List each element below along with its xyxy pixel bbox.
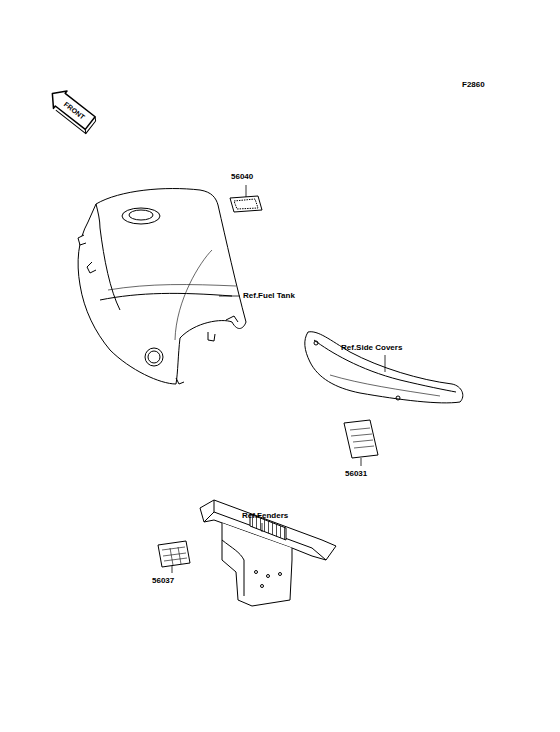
leader-line bbox=[172, 185, 385, 573]
fender bbox=[200, 500, 336, 606]
label-sheet bbox=[158, 541, 190, 567]
front-arrow bbox=[46, 85, 100, 134]
reference-label: Ref.Fenders bbox=[242, 511, 288, 521]
reference-label: Ref.Side Covers bbox=[341, 343, 402, 353]
side-cover bbox=[305, 332, 463, 403]
part-number: 56037 bbox=[152, 576, 174, 586]
part-number: 56040 bbox=[231, 172, 253, 182]
reference-label: Ref.Fuel Tank bbox=[243, 291, 295, 301]
label-sheet bbox=[230, 196, 262, 212]
label-sheet bbox=[344, 420, 378, 458]
part-number: 56031 bbox=[345, 469, 367, 479]
fuel-tank bbox=[78, 189, 246, 384]
figure-code: F2860 bbox=[462, 80, 485, 90]
